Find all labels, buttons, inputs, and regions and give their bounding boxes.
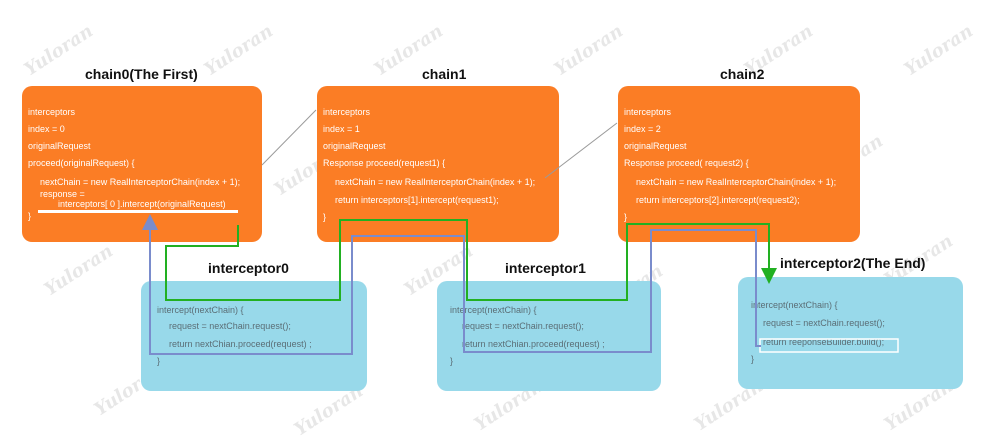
chain1-line: interceptors [323, 107, 371, 117]
chain2-title: chain2 [720, 66, 765, 82]
interceptor2-box: intercept(nextChain) { request = nextCha… [738, 277, 963, 389]
chain1-box: interceptors index = 1 originalRequest R… [317, 86, 559, 242]
chain1-line: originalRequest [323, 141, 386, 151]
interceptor1-title: interceptor1 [505, 260, 586, 276]
chain1-line: } [323, 212, 327, 222]
interceptor2-line: intercept(nextChain) { [751, 300, 838, 310]
chain1-line: return interceptors[1].intercept(request… [335, 195, 499, 205]
chain0-line: nextChain = new RealInterceptorChain(ind… [40, 177, 241, 187]
chain2-pointer-line [544, 122, 618, 179]
chain0-line: index = 0 [28, 124, 65, 134]
chain0-line: } [28, 211, 32, 221]
interceptor2-title: interceptor2(The End) [780, 255, 926, 271]
chain2-line: nextChain = new RealInterceptorChain(ind… [636, 177, 837, 187]
interceptor1-line: return nextChian.proceed(request) ; [462, 339, 605, 349]
interceptor0-line: intercept(nextChain) { [157, 305, 244, 315]
interceptor1-line: intercept(nextChain) { [450, 305, 537, 315]
chain0-line: interceptors[ 0 ].intercept(originalRequ… [58, 199, 226, 209]
chain1-pointer-line [261, 109, 317, 166]
interceptor2-highlight-box [759, 338, 899, 353]
chain2-line: return interceptors[2].intercept(request… [636, 195, 800, 205]
interceptor0-line: } [157, 356, 161, 366]
chain1-line: nextChain = new RealInterceptorChain(ind… [335, 177, 536, 187]
chain0-line: response = [40, 189, 85, 199]
chain2-line: interceptors [624, 107, 672, 117]
chain2-box: interceptors index = 2 originalRequest R… [618, 86, 860, 242]
interceptor2-line: request = nextChain.request(); [763, 318, 885, 328]
chain1-line: Response proceed(request1) { [323, 158, 446, 168]
chain0-title: chain0(The First) [85, 66, 198, 82]
chain1-title: chain1 [422, 66, 467, 82]
interceptor1-line: } [450, 356, 454, 366]
return-path-line [142, 214, 761, 355]
chain1-line: index = 1 [323, 124, 360, 134]
chain0-line: originalRequest [28, 141, 91, 151]
interceptor0-line: return nextChian.proceed(request) ; [169, 339, 312, 349]
interceptor2-line: return reeponseBuilder.build(); [763, 337, 885, 347]
interceptor2-line: } [751, 354, 755, 364]
chain2-line: originalRequest [624, 141, 687, 151]
interceptor1-line: request = nextChain.request(); [462, 321, 584, 331]
chain0-line: interceptors [28, 107, 76, 117]
chain2-line: } [624, 212, 628, 222]
chain2-line: Response proceed( request2) { [624, 158, 749, 168]
call-path-line [165, 219, 777, 301]
interceptor0-line: request = nextChain.request(); [169, 321, 291, 331]
chain0-line: proceed(originalRequest) { [28, 158, 135, 168]
chain2-line: index = 2 [624, 124, 661, 134]
interceptor0-title: interceptor0 [208, 260, 289, 276]
chain0-highlight-underline [38, 210, 238, 213]
